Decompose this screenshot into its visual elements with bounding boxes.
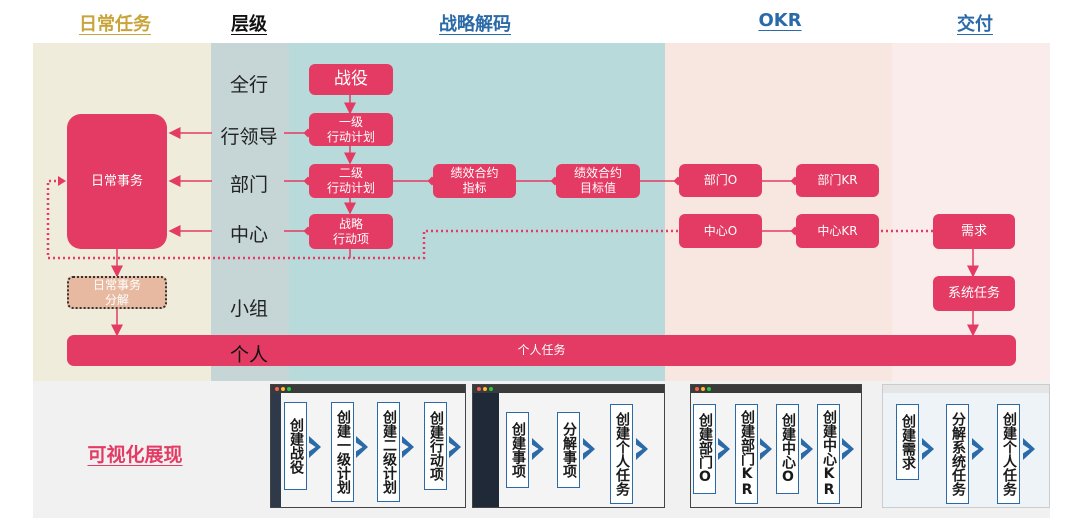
level-center: 中心 <box>229 224 268 246</box>
action-item-box: 战略 行动项 <box>309 214 393 249</box>
daily-affairs-label: 日常事务 <box>90 174 143 189</box>
perf-index-box: 绩效合约 指标 <box>433 164 516 198</box>
level-dept: 部门 <box>229 174 268 196</box>
header-okr: OKR <box>758 10 802 31</box>
demand-label: 需求 <box>960 224 987 239</box>
dept-o-box: 部门O <box>679 164 762 197</box>
step-create-personal-task-2: 创建个人任务 <box>997 404 1020 504</box>
step-create-dept-o: 创建部门O <box>693 404 716 494</box>
header-level: 层级 <box>231 14 267 35</box>
level-leader: 行领导 <box>220 126 278 148</box>
system-task-box: 系统任务 <box>933 276 1015 311</box>
step-create-plan2: 创建二级计划 <box>377 402 400 502</box>
daily-decompose-box: 日常事务 分解 <box>67 276 167 309</box>
center-kr-box: 中心KR <box>796 214 879 248</box>
perf-target-box: 绩效合约 目标值 <box>556 164 640 198</box>
dept-kr-box: 部门KR <box>796 164 879 197</box>
step-create-action: 创建行动项 <box>424 402 447 490</box>
personal-task-bar: 个人任务 <box>67 335 1016 366</box>
plan1-box: 一级 行动计划 <box>309 113 393 146</box>
level-person: 个人 <box>229 344 268 366</box>
step-create-demand: 创建需求 <box>896 404 919 480</box>
okr-band <box>665 43 892 381</box>
daily-decompose-label: 日常事务 分解 <box>92 277 141 307</box>
campaign-label: 战役 <box>334 69 368 89</box>
header-delivery: 交付 <box>957 14 993 35</box>
campaign-box: 战役 <box>309 64 393 95</box>
step-create-campaign: 创建战役 <box>284 402 307 490</box>
center-kr-label: 中心KR <box>817 223 858 238</box>
step-create-plan1: 创建一级计划 <box>331 402 354 502</box>
action-item-label: 战略 行动项 <box>332 216 369 246</box>
personal-task-label: 个人任务 <box>517 343 566 357</box>
plan2-box: 二级 行动计划 <box>309 164 393 198</box>
step-create-center-o: 创建中心O <box>776 404 799 494</box>
plan2-label: 二级 行动计划 <box>326 166 375 195</box>
dept-kr-label: 部门KR <box>817 173 858 187</box>
step-decompose-system-task: 分解系统任务 <box>946 404 969 504</box>
step-create-personal-task-1: 创建个人任务 <box>610 404 633 504</box>
header-daily-tasks: 日常任务 <box>79 14 151 35</box>
step-create-item: 创建事项 <box>506 412 529 488</box>
dept-o-label: 部门O <box>703 173 738 187</box>
level-group: 小组 <box>229 298 268 320</box>
system-task-label: 系统任务 <box>947 286 1000 301</box>
level-band <box>211 43 289 381</box>
perf-index-label: 绩效合约 指标 <box>450 166 499 195</box>
plan1-label: 一级 行动计划 <box>326 114 375 144</box>
center-o-label: 中心O <box>703 223 738 238</box>
perf-target-label: 绩效合约 目标值 <box>573 166 622 195</box>
header-strategy-decoding: 战略解码 <box>439 14 511 35</box>
step-create-center-kr: 创建中心KR <box>817 404 840 504</box>
step-decompose-item: 分解事项 <box>557 412 580 488</box>
visual-title: 可视化展现 <box>87 444 183 466</box>
demand-box: 需求 <box>933 214 1015 249</box>
step-create-dept-kr: 创建部门KR <box>735 404 758 504</box>
daily-affairs-box: 日常事务 <box>67 114 167 249</box>
center-o-box: 中心O <box>679 214 762 248</box>
level-bank: 全行 <box>229 74 268 96</box>
